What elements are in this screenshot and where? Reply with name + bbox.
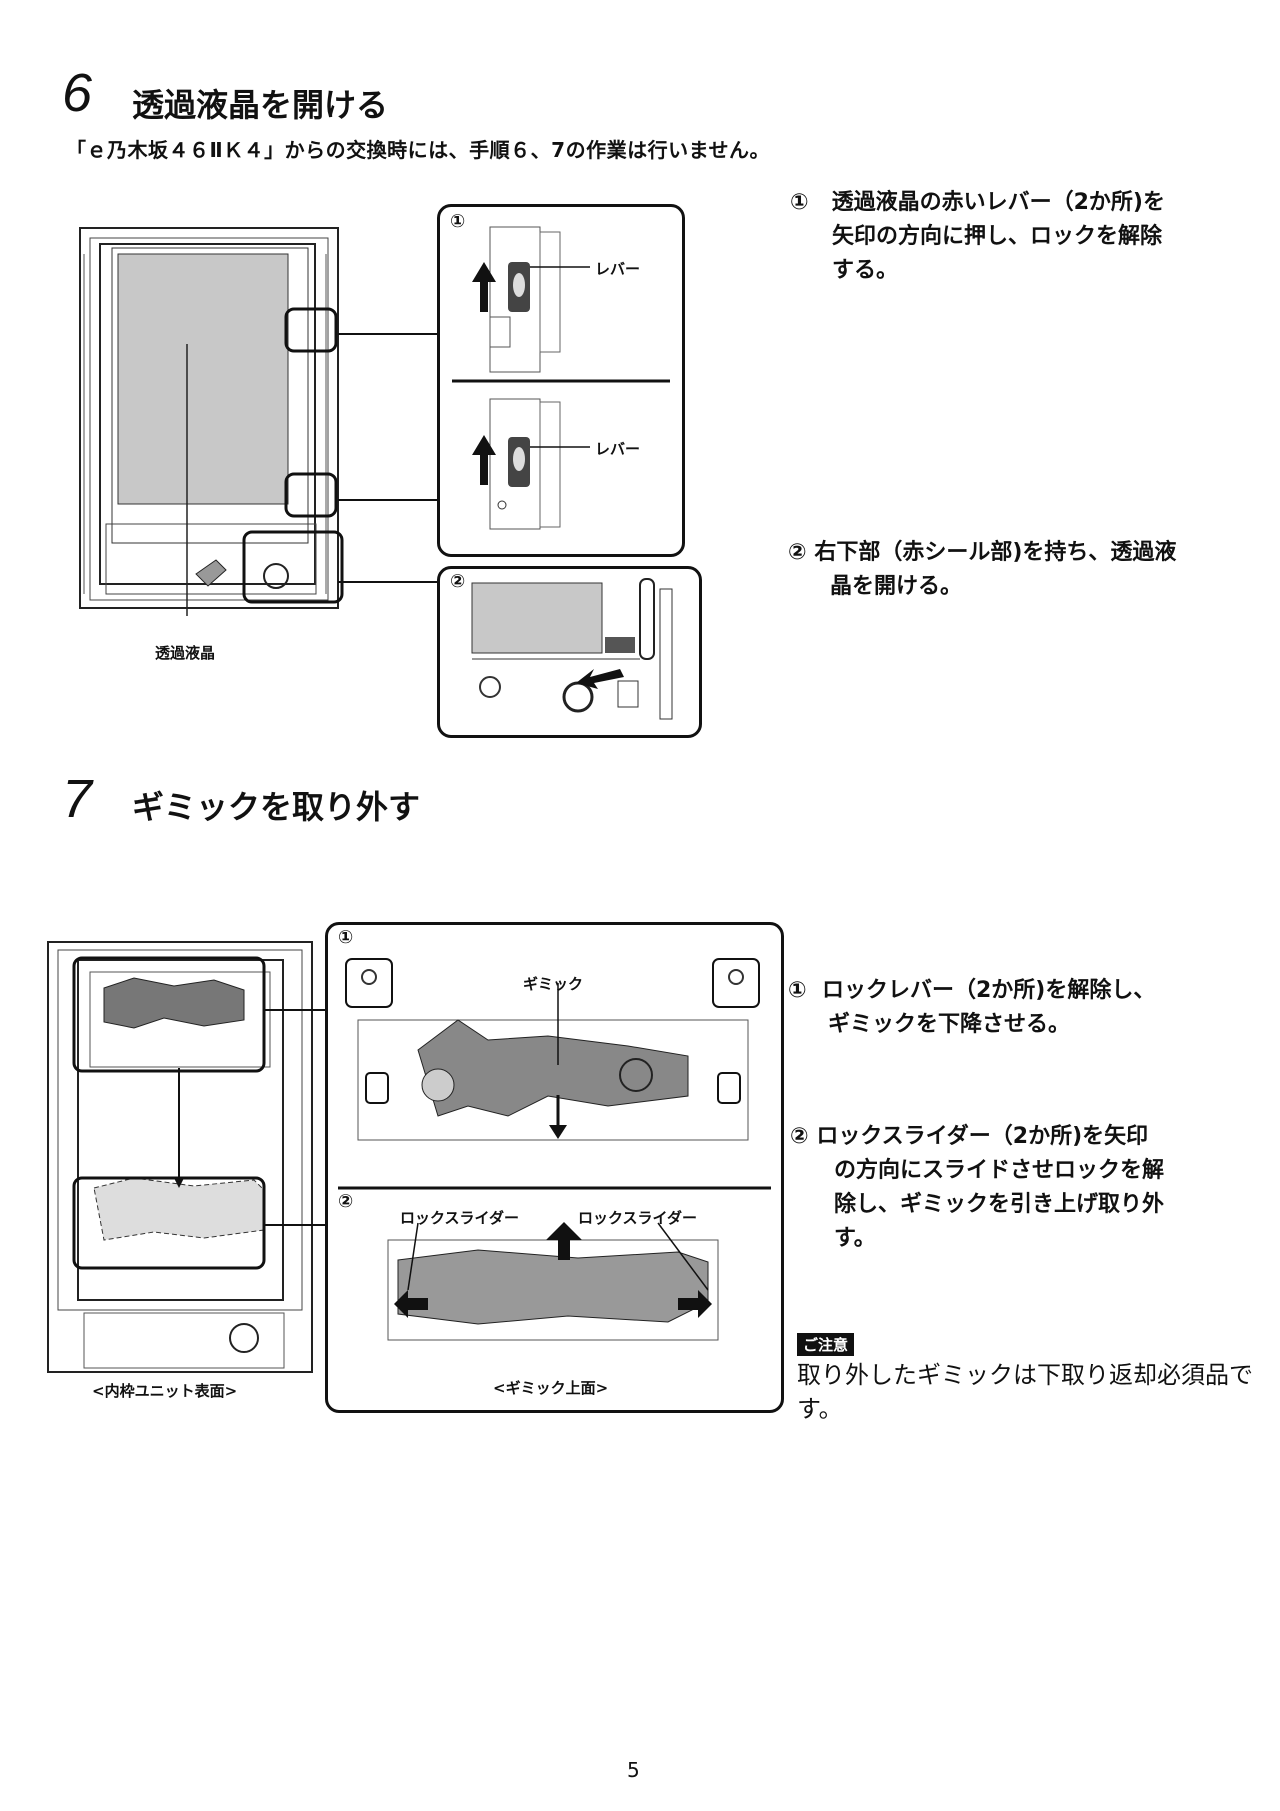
page-number: 5 (627, 1758, 640, 1782)
slider-label-right: ロックスライダー (578, 1209, 697, 1227)
section-6-number: 6 (62, 63, 93, 123)
step-text: ロックスライダー（2か所)を矢印 (816, 1124, 1149, 1149)
step-text: ロックレバー（2か所)を解除し、 (821, 978, 1156, 1003)
gimmick-lower-illustration (338, 958, 771, 1341)
callout-connectors (338, 333, 440, 583)
step-text: す。 (834, 1226, 876, 1251)
lever-detail-illustration (452, 226, 670, 530)
gimmick-label: ギミック (523, 975, 584, 993)
panel-2-marker: ② (338, 1191, 354, 1212)
step-text: 矢印の方向に押し、ロックを解除 (832, 224, 1163, 249)
callout-lever-detail: ① レバー レバー (437, 204, 685, 557)
step-1-marker: ① (790, 190, 809, 215)
step-text: する。 (832, 258, 899, 283)
section-6-step-2: ② 右下部（赤シール部)を持ち、透過液 晶を開ける。 (788, 536, 1258, 604)
step-2-marker: ② (788, 540, 807, 565)
step-2-marker: ② (790, 1124, 809, 1149)
step-text: の方向にスライドさせロックを解 (834, 1158, 1165, 1183)
step-1-marker: ① (788, 978, 807, 1003)
open-lcd-illustration (471, 578, 673, 720)
section-6-title: 透過液晶を開ける (132, 86, 389, 124)
inner-frame-unit-illustration (47, 941, 328, 1373)
inner-frame-label: <内枠ユニット表面> (92, 1382, 238, 1400)
lever-label-top: レバー (595, 260, 641, 278)
section-7-step-2: ② ロックスライダー（2か所)を矢印 の方向にスライドさせロックを解 除し、ギミ… (790, 1120, 1260, 1256)
section-7-step-1: ① ロックレバー（2か所)を解除し、 ギミックを下降させる。 (788, 974, 1258, 1042)
callout-open-lcd: ② (437, 566, 702, 738)
gimmick-top-view-label: <ギミック上面> (493, 1379, 609, 1397)
section-7-number: 7 (62, 769, 93, 829)
callout-1-marker: ① (450, 211, 466, 232)
lcd-unit-illustration (79, 227, 344, 616)
section-6-step-1: ① 透過液晶の赤いレバー（2か所)を 矢印の方向に押し、ロックを解除 する。 (790, 186, 1230, 288)
lever-label-bottom: レバー (595, 440, 641, 458)
lcd-label: 透過液晶 (155, 644, 216, 662)
step-text: 右下部（赤シール部)を持ち、透過液 (814, 540, 1177, 565)
callout-2-marker: ② (450, 571, 466, 592)
step-text: 透過液晶の赤いレバー（2か所)を (831, 190, 1165, 215)
caution-badge: ご注意 (797, 1333, 855, 1356)
step-text: 晶を開ける。 (830, 574, 963, 599)
section-6-subtitle: 「ｅ乃木坂４６ⅡＫ４」からの交換時には、手順６、7の作業は行いません。 (66, 138, 770, 162)
section-7-title: ギミックを取り外す (132, 788, 421, 826)
caution-text: 取り外したギミックは下取り返却必須品です。 (797, 1361, 1253, 1423)
step-text: ギミックを下降させる。 (828, 1012, 1071, 1037)
step-text: 除し、ギミックを引き上げ取り外 (834, 1192, 1165, 1217)
gimmick-removal-detail: ① ギミック ② ロックスライダー ロックスライダー <ギミック上面> (325, 922, 784, 1413)
panel-1-marker: ① (338, 927, 354, 948)
slider-label-left: ロックスライダー (400, 1209, 519, 1227)
